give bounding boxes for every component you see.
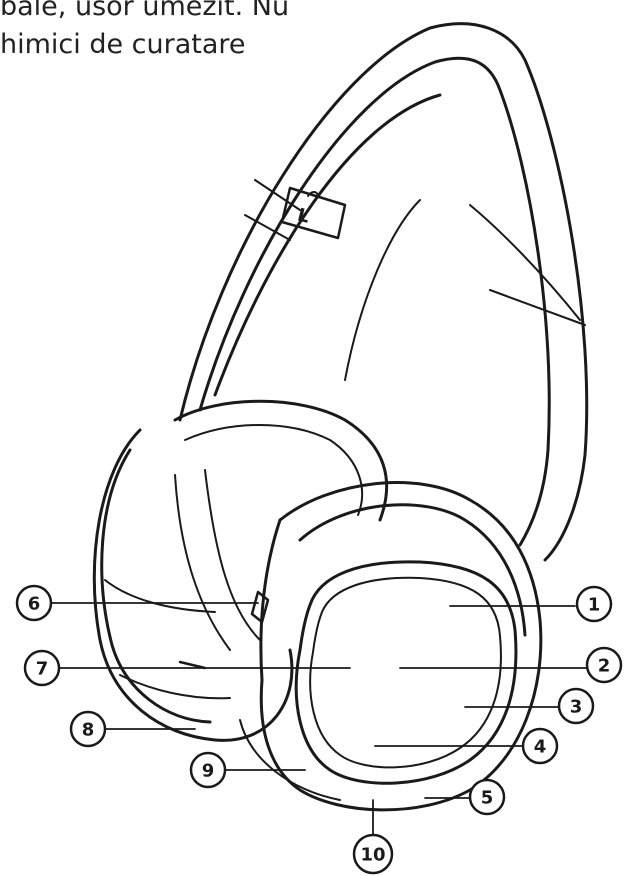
callout-8-label: 8 xyxy=(82,720,95,741)
callout-1-circle xyxy=(575,585,613,623)
callout-8-circle xyxy=(69,710,107,748)
callout-10-label: 10 xyxy=(360,845,385,866)
callout-6-circle xyxy=(15,584,53,622)
callout-3-circle xyxy=(557,687,595,725)
callout-2-circle xyxy=(585,646,623,684)
intro-text-line-1: bale, usor umezit. Nu xyxy=(0,0,290,22)
callout-10-circle xyxy=(352,833,394,875)
callout-9-circle xyxy=(189,751,227,789)
callout-5-label: 5 xyxy=(481,788,494,809)
headband-slider xyxy=(280,186,347,240)
ear-cup xyxy=(239,481,543,812)
headband-side-mark: L xyxy=(295,205,311,228)
leader-lines xyxy=(49,602,589,839)
charging-port xyxy=(178,660,207,670)
callout-2-label: 2 xyxy=(598,656,611,677)
headband xyxy=(178,22,589,562)
callout-3-label: 3 xyxy=(570,697,583,718)
callout-6-label: 6 xyxy=(28,594,41,615)
callout-5-circle xyxy=(468,778,506,816)
callout-9-label: 9 xyxy=(202,761,215,782)
side-button xyxy=(250,590,270,624)
callout-4-label: 4 xyxy=(534,737,547,758)
inner-ear-cushion xyxy=(92,399,388,742)
outer-touch-panel xyxy=(294,560,518,785)
callout-1-label: 1 xyxy=(588,595,601,616)
callout-7-circle xyxy=(23,649,61,687)
callout-4-circle xyxy=(521,727,559,765)
intro-text-line-2: himici de curatare xyxy=(0,29,246,60)
callout-7-label: 7 xyxy=(36,659,49,680)
